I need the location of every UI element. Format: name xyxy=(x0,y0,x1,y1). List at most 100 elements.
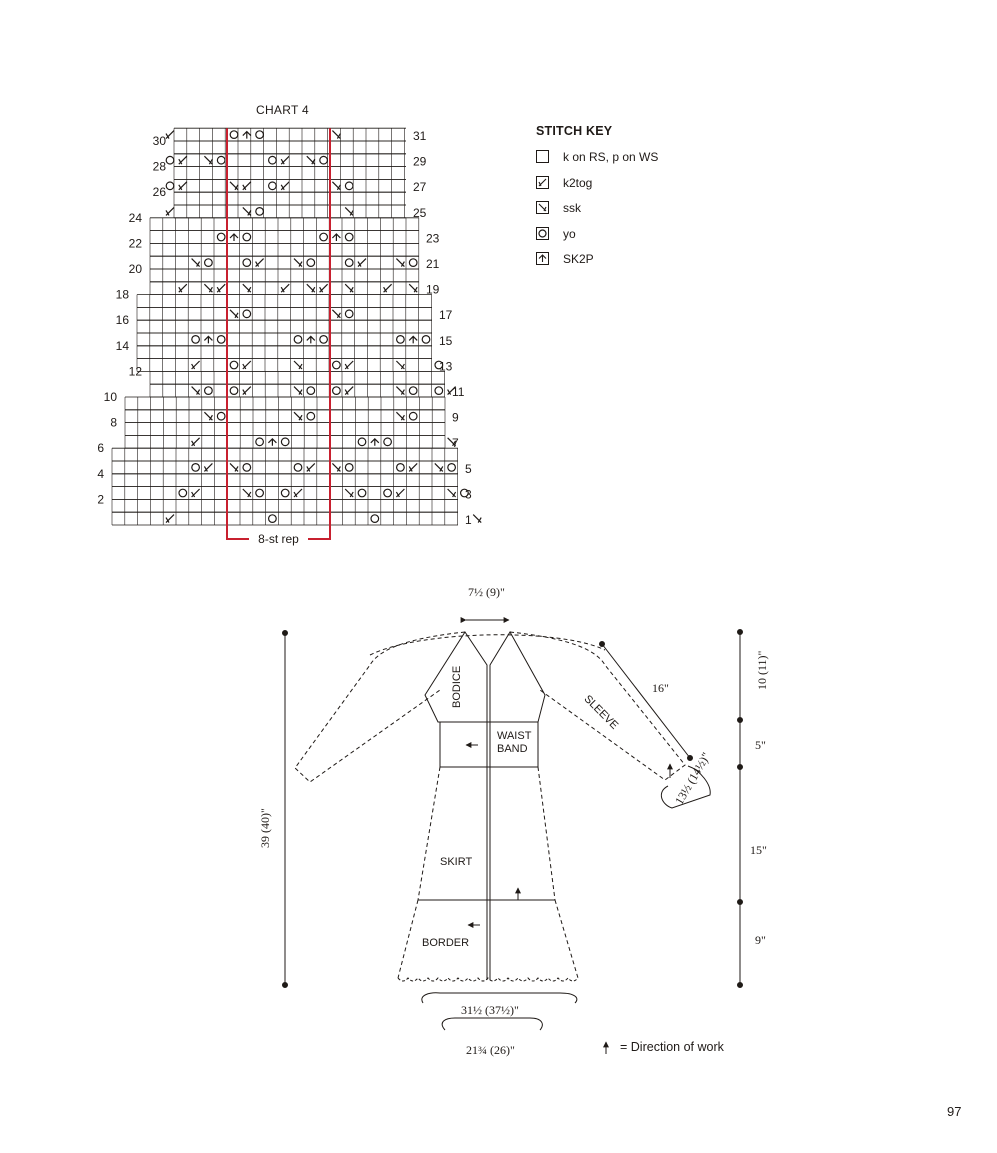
stitch-key-label: SK2P xyxy=(563,252,594,266)
stitch-k2tog xyxy=(178,181,188,191)
stitch-ssk xyxy=(395,411,405,421)
stitch-yo xyxy=(268,181,277,191)
stitch-yo xyxy=(319,335,329,344)
stitch-yo xyxy=(242,232,252,242)
stitch-ssk xyxy=(203,155,213,165)
stitch-yo xyxy=(229,386,239,396)
row-number: 2 xyxy=(97,492,104,506)
stitch-ssk xyxy=(331,181,341,191)
stitch-k2tog xyxy=(383,283,393,293)
stitch-yo xyxy=(370,514,380,523)
stitch-yo xyxy=(268,514,277,523)
row-number: 11 xyxy=(452,385,465,399)
stitch-ssk xyxy=(472,514,482,524)
row-number: 16 xyxy=(116,313,130,327)
repeat-bracket-left xyxy=(226,128,249,540)
stitch-yo xyxy=(255,437,265,447)
stitch-ssk xyxy=(447,488,457,498)
stitch-sk2p xyxy=(408,335,418,344)
sk2p-icon xyxy=(536,252,549,265)
stitch-yo xyxy=(255,206,265,216)
stitch-yo xyxy=(293,335,303,344)
row-number: 9 xyxy=(452,411,459,425)
stitch-yo xyxy=(191,335,201,344)
border-height-label: 9" xyxy=(755,933,766,947)
stitch-yo xyxy=(434,386,444,396)
stitch-yo xyxy=(242,258,252,268)
stitch-yo xyxy=(306,386,316,396)
stitch-yo xyxy=(268,155,277,165)
stitch-yo xyxy=(216,335,226,344)
stitch-ssk xyxy=(242,488,252,498)
row-number: 24 xyxy=(129,211,143,225)
stitch-yo xyxy=(242,463,252,472)
stitch-k2tog xyxy=(306,462,316,472)
stitch-ssk xyxy=(447,437,457,447)
row-number: 7 xyxy=(452,436,459,450)
stitch-k2tog xyxy=(447,386,457,396)
row-number: 4 xyxy=(97,467,104,481)
stitch-ssk xyxy=(191,258,201,268)
stitch-yo xyxy=(216,155,226,165)
stitch-ssk xyxy=(306,155,316,165)
lower-width-label: 21¾ (26)" xyxy=(466,1043,515,1057)
waistband-height-label: 5" xyxy=(755,738,766,752)
stitch-key-title: STITCH KEY xyxy=(536,124,613,138)
stitch-sk2p xyxy=(370,437,380,446)
row-number: 26 xyxy=(153,185,167,199)
row-number: 15 xyxy=(439,334,453,348)
stitch-yo xyxy=(408,411,418,421)
border-label: BORDER xyxy=(422,937,470,949)
stitch-ssk xyxy=(306,283,316,293)
stitch-ssk xyxy=(344,283,354,293)
stitch-ssk xyxy=(191,386,201,396)
stitch-ssk xyxy=(344,206,354,216)
stitch-sk2p xyxy=(267,437,277,446)
stitch-yo xyxy=(165,155,175,165)
stitch-yo xyxy=(421,335,431,344)
stitch-yo xyxy=(434,360,444,370)
stitch-k2tog xyxy=(395,488,405,498)
stitch-yo xyxy=(408,258,418,268)
stitch-ssk xyxy=(395,386,405,396)
stitch-yo xyxy=(383,488,393,498)
stitch-k2tog xyxy=(165,206,175,216)
stitch-yo xyxy=(319,232,329,242)
shoulder-line xyxy=(369,634,606,656)
stitch-ssk xyxy=(242,283,252,293)
stitch-yo xyxy=(229,360,239,370)
stitch-yo xyxy=(447,463,457,472)
chart-title: CHART 4 xyxy=(256,103,310,117)
row-number: 27 xyxy=(413,180,427,194)
stitch-yo xyxy=(344,258,354,268)
stitch-k2tog xyxy=(293,488,303,498)
stitch-sk2p xyxy=(306,335,316,344)
stitch-k2tog xyxy=(280,155,290,165)
stitch-ssk xyxy=(344,488,354,498)
waistband-label-1: WAIST xyxy=(497,730,532,742)
stitch-k2tog xyxy=(357,258,367,268)
stitch-key-label: k2tog xyxy=(563,175,593,190)
row-number: 29 xyxy=(413,155,427,169)
repeat-bracket-right xyxy=(308,128,331,540)
stitch-yo xyxy=(280,437,290,447)
stitch-k2tog xyxy=(191,437,201,447)
stitch-ssk xyxy=(203,411,213,421)
stitch-yo xyxy=(357,437,367,447)
stitch-k2tog xyxy=(165,514,175,524)
stitch-k2tog xyxy=(203,462,213,472)
total-length-label: 39 (40)" xyxy=(258,808,272,848)
row-number: 10 xyxy=(104,390,118,404)
row-number: 8 xyxy=(110,416,117,430)
row-number: 18 xyxy=(116,288,130,302)
row-number: 28 xyxy=(153,160,167,174)
sleeve-outline-right xyxy=(509,631,686,781)
stitch-yo xyxy=(203,258,213,268)
stitch-sk2p xyxy=(203,335,213,344)
sleeve-length-label: 16" xyxy=(652,681,669,695)
waistband-label-2: BAND xyxy=(497,743,528,755)
stitch-yo xyxy=(396,335,405,344)
stitch-yo xyxy=(306,258,316,268)
